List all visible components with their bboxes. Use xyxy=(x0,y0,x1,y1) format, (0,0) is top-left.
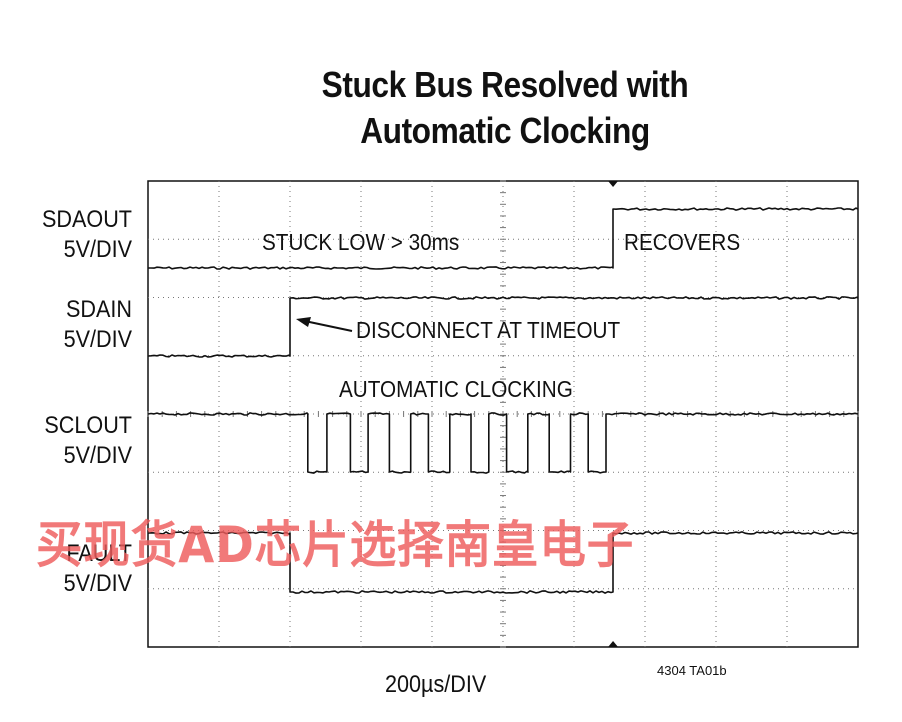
channel-name: SDAIN xyxy=(65,296,132,323)
arrow-head xyxy=(296,317,311,327)
chart-title-line2: Automatic Clocking xyxy=(360,110,650,151)
trace-sdain xyxy=(147,296,859,358)
channel-scale: 5V/DIV xyxy=(63,442,132,469)
annotation-disconnect: DISCONNECT AT TIMEOUT xyxy=(356,317,621,343)
disconnect-arrow xyxy=(296,317,353,332)
figure-id: 4304 TA01b xyxy=(657,663,727,678)
scope-traces xyxy=(147,207,859,594)
trigger-marker-bottom xyxy=(608,641,619,647)
channel-name: FAULT xyxy=(66,540,132,567)
trace-sclout xyxy=(147,412,859,474)
trigger-marker-top xyxy=(608,181,619,187)
channel-label-sdain: SDAIN 5V/DIV xyxy=(13,295,132,355)
x-scale-label: 200µs/DIV xyxy=(385,671,487,698)
channel-name: SCLOUT xyxy=(44,412,132,439)
watermark-text: 买现货AD芯片选择南皇电子 xyxy=(36,516,635,574)
channel-scale: 5V/DIV xyxy=(63,236,132,263)
channel-name: SDAOUT xyxy=(41,206,132,233)
channel-label-sdaout: SDAOUT 5V/DIV xyxy=(13,205,132,265)
chart-title: Stuck Bus Resolved with Automatic Clocki… xyxy=(281,62,730,154)
annotation-recovers: RECOVERS xyxy=(624,229,741,255)
annotation-stuck-low: STUCK LOW > 30ms xyxy=(262,229,460,255)
chart-title-line1: Stuck Bus Resolved with xyxy=(321,64,689,105)
channel-label-sclout: SCLOUT 5V/DIV xyxy=(13,411,132,471)
channel-scale: 5V/DIV xyxy=(63,570,132,597)
channel-scale: 5V/DIV xyxy=(63,326,132,353)
annotation-auto-clocking: AUTOMATIC CLOCKING xyxy=(339,376,573,402)
trace-fault xyxy=(147,531,859,594)
channel-label-fault: FAULT 5V/DIV xyxy=(13,539,132,599)
trace-sdaout xyxy=(148,207,859,270)
